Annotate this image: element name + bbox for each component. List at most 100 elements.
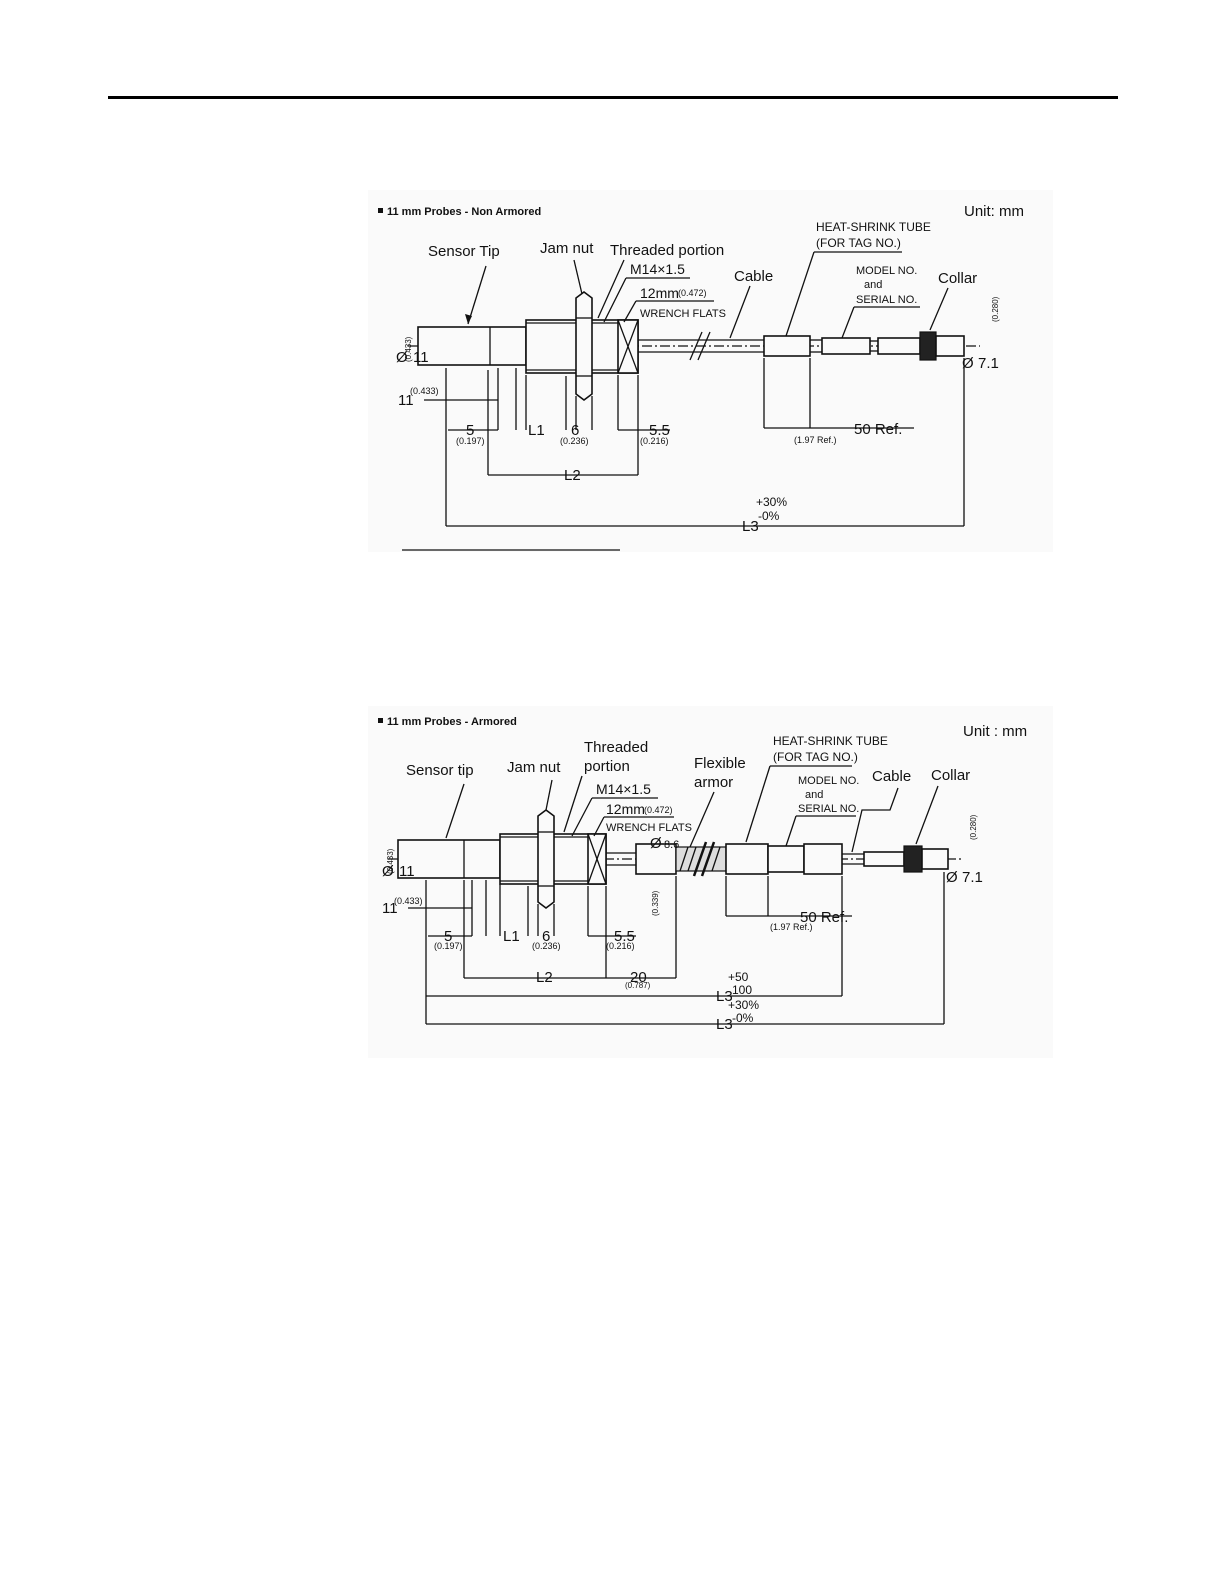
armor-break-mark: [700, 841, 716, 877]
sensor-tip-body: [397, 839, 501, 879]
wrench-size-label: 12mm: [640, 285, 679, 301]
sensor-tip-label: Sensor Tip: [428, 243, 500, 260]
sensor-tip-leader: [467, 265, 487, 325]
cable-leader: [729, 285, 751, 339]
collar-in-label: (0.280): [991, 296, 1000, 322]
armor-break-mark: [692, 841, 708, 877]
wrench-flats-cross: [617, 319, 639, 374]
jam-nut: [537, 809, 555, 909]
dia-tip-in-label: (0.433): [404, 336, 413, 362]
cable-leader: [851, 787, 899, 853]
threaded-portion-leader: [597, 259, 625, 319]
dia-tip-label: 11: [399, 863, 415, 880]
header-rule: [108, 96, 1118, 99]
wrench-size-in-label: (0.472): [678, 288, 707, 298]
dim-l2-label: L2: [564, 467, 581, 484]
heat-shrink-tube: [725, 843, 769, 875]
jam-nut-leader: [545, 779, 553, 811]
collar-leader: [915, 785, 939, 845]
heat-shrink-leader: [785, 251, 815, 337]
dim-l3-label: L3: [742, 518, 759, 535]
dim-6-label: 6: [542, 928, 550, 945]
thread-spec-label: M14×1.5: [596, 781, 651, 797]
sensor-tip-body: [417, 326, 527, 366]
sensor-tip-label: Sensor tip: [406, 762, 474, 779]
bullet-icon: [378, 208, 383, 213]
collar-label: Collar: [931, 767, 970, 784]
threaded-leader: [563, 775, 583, 833]
tol-a-minus-label: 100: [732, 983, 752, 997]
dia-symbol-icon: Ø: [650, 835, 662, 852]
len-11-in-label: (0.433): [394, 896, 423, 906]
flexible-label-1: Flexible: [694, 755, 746, 772]
armor-end-fitting: [803, 843, 843, 875]
figure-title: 11 mm Probes - Non Armored: [387, 206, 541, 218]
tol-b-minus-label: -0%: [732, 1011, 754, 1025]
dim-l3a-label: L3: [716, 988, 733, 1005]
dim-l1-label: L1: [528, 422, 545, 439]
non-armored-probe-drawing: 11 mm Probes - Non Armored Unit: mm Sens…: [378, 203, 1024, 551]
cable-label: Cable: [734, 268, 773, 285]
model-leader: [841, 306, 855, 339]
threaded-portion-label: Threaded portion: [610, 242, 724, 259]
tol-b-plus-label: +30%: [728, 998, 759, 1012]
jam-nut-label: Jam nut: [540, 240, 594, 257]
wrench-size-label: 12mm: [606, 801, 645, 817]
wrench-leader: [623, 300, 637, 323]
wrench-flats-cross: [587, 833, 607, 885]
dim-5-in-label: (0.197): [456, 436, 485, 446]
thread-spec-leader: [571, 797, 593, 837]
heat-shrink-label-2: (FOR TAG NO.): [816, 236, 901, 250]
tol-plus-label: +30%: [756, 495, 787, 509]
model-label-2: and: [805, 789, 823, 801]
leader-arrow: [465, 314, 472, 324]
dim-50-in-label: (1.97 Ref.): [794, 435, 837, 445]
jam-nut: [575, 291, 593, 401]
figure-title: 11 mm Probes - Armored: [387, 716, 517, 728]
dia-symbol-icon: Ø: [382, 863, 394, 880]
thread-spec-label: M14×1.5: [630, 261, 685, 277]
wrench-flats-label: WRENCH FLATS: [640, 308, 726, 320]
dia-symbol-icon: Ø: [962, 355, 974, 372]
cable-sleeve: [863, 851, 905, 867]
collar-end: [921, 848, 949, 870]
dia-collar-label: 7.1: [978, 355, 999, 372]
armored-probe-drawing: 11 mm Probes - Armored Unit : mm Sensor …: [378, 716, 1027, 1033]
dim-50-label: 50 Ref.: [854, 421, 902, 438]
dim-50-label: 50 Ref.: [800, 909, 848, 926]
dia-symbol-icon: Ø: [946, 869, 958, 886]
dia-collar-label: 7.1: [962, 869, 983, 886]
collar-label: Collar: [938, 270, 977, 287]
armor-dia-in-label: (0.339): [651, 890, 660, 916]
dim-20-in-label: (0.787): [625, 981, 651, 990]
unit-label: Unit: mm: [964, 203, 1024, 220]
dim-6-label: 6: [571, 422, 579, 439]
heat-shrink-label-1: HEAT-SHRINK TUBE: [773, 734, 888, 748]
len-11-label: 11: [382, 900, 398, 917]
collar: [919, 331, 937, 361]
model-label-3: SERIAL NO.: [856, 294, 917, 306]
wrench-leader: [593, 816, 605, 837]
model-label-3: SERIAL NO.: [798, 803, 859, 815]
cable-break-mark: [689, 331, 703, 361]
dia-symbol-icon: Ø: [396, 349, 408, 366]
model-label-1: MODEL NO.: [798, 775, 859, 787]
threaded-label-1: Threaded: [584, 739, 648, 756]
dim-l3b-label: L3: [716, 1016, 733, 1033]
len-11-in-label: (0.433): [410, 386, 439, 396]
armored-probe-figure: 11 mm Probes - Armored Unit : mm Sensor …: [368, 706, 1053, 1058]
jam-nut-leader: [573, 259, 583, 295]
jam-nut-label: Jam nut: [507, 759, 561, 776]
tol-a-plus-label: +50: [728, 970, 749, 984]
len-11-label: 11: [398, 392, 414, 409]
dim-5-in-label: (0.197): [434, 941, 463, 951]
bullet-icon: [378, 718, 383, 723]
sensor-tip-leader: [445, 783, 465, 839]
dim-55-in-label: (0.216): [640, 436, 669, 446]
armor-fitting: [635, 843, 677, 875]
cable-break-mark: [697, 331, 711, 361]
dim-20-label: 20: [630, 969, 647, 986]
collar-end: [935, 335, 965, 357]
cable-sleeve: [877, 337, 921, 355]
heat-shrink-label-1: HEAT-SHRINK TUBE: [816, 220, 931, 234]
